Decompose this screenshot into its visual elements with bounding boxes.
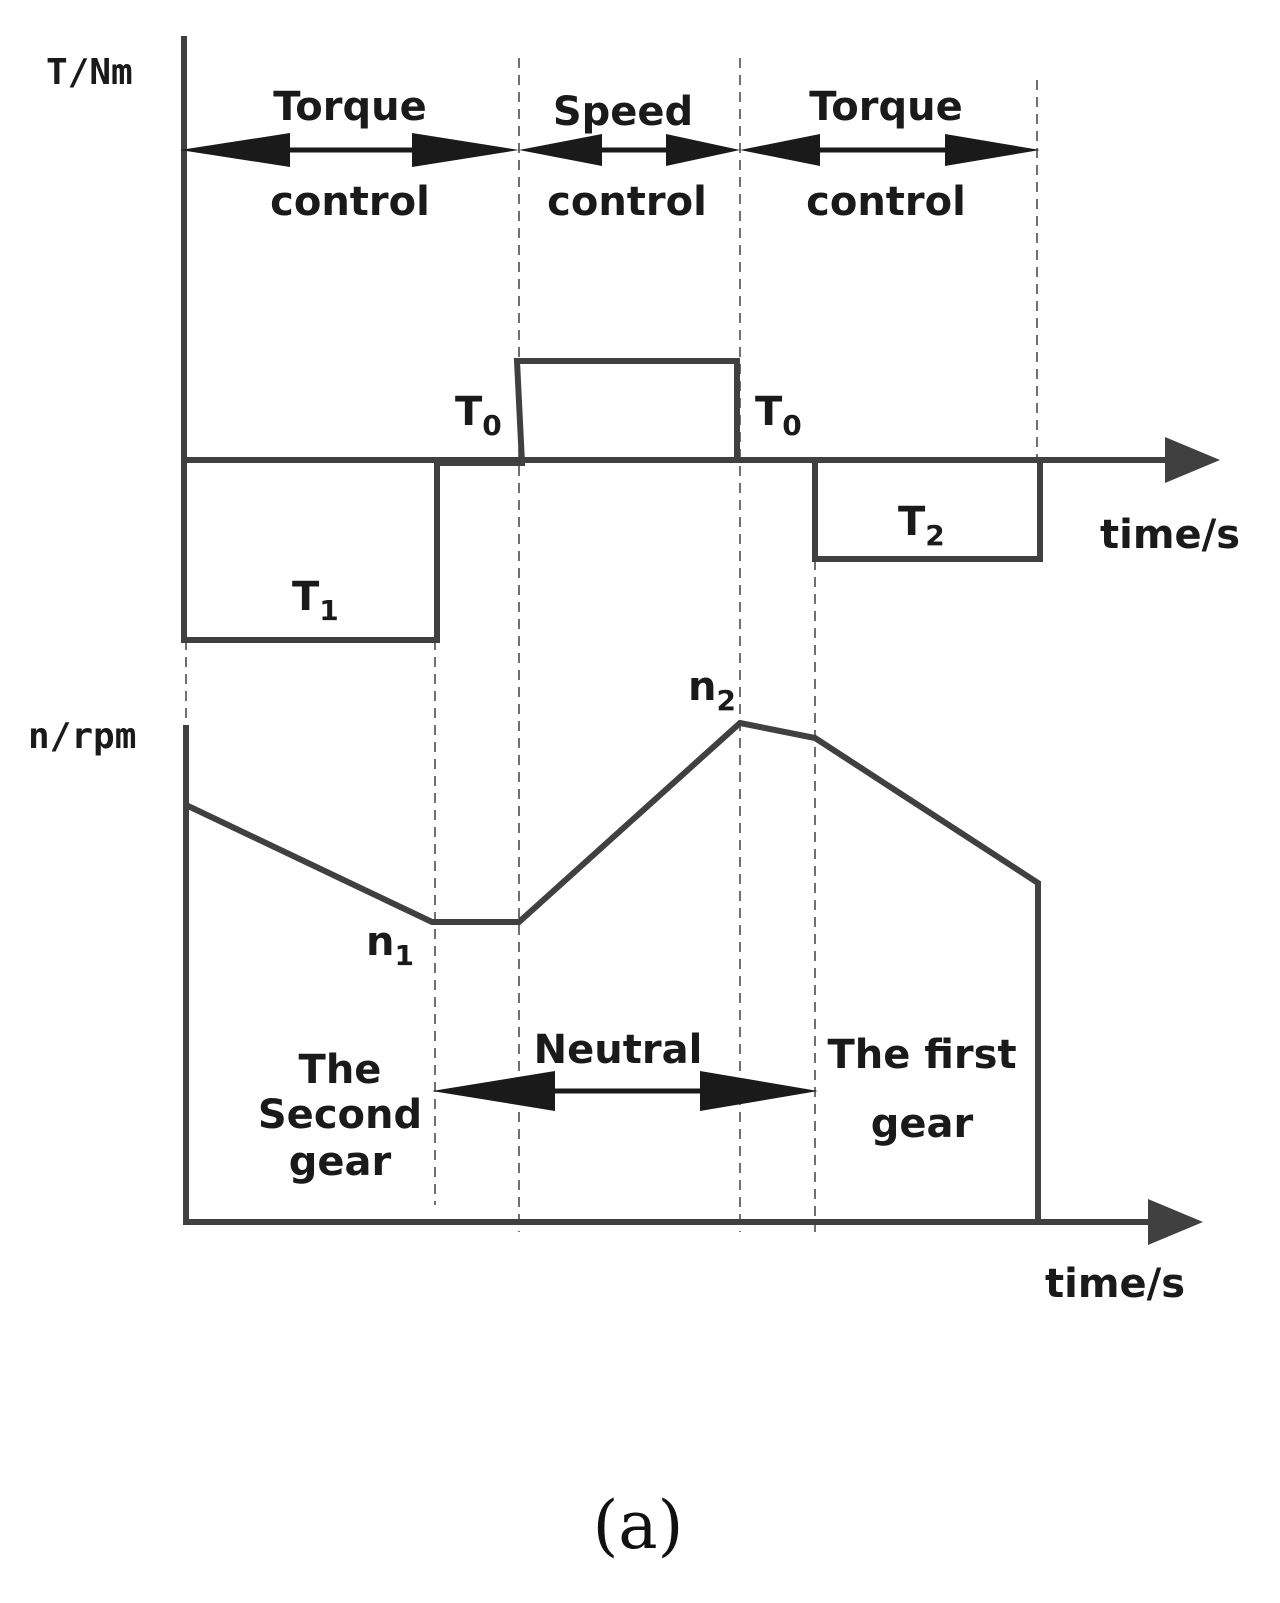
speed-y-axis-label: n/rpm [28, 716, 136, 757]
neutral-arrow-left-head [432, 1071, 555, 1111]
point-n1: n1 [366, 919, 414, 972]
level-t0-right: T0 [755, 389, 802, 442]
speed-axes [183, 725, 1155, 1225]
neutral-arrow [432, 1071, 818, 1111]
level-t0-left: T0 [455, 389, 502, 442]
point-n2: n2 [688, 664, 736, 717]
speed-x-axis-arrowhead [1148, 1199, 1203, 1245]
torque-y-axis-label: T/Nm [46, 52, 133, 93]
speed-control-arrow-left-head [519, 134, 602, 166]
figure-label: (a) [593, 1487, 684, 1564]
speed-control-arrow-right-head [666, 134, 740, 166]
speed-x-axis-label: time/s [1045, 1261, 1185, 1307]
gear-label-first-line1: The first [827, 1032, 1016, 1078]
level-t2: T2 [898, 499, 945, 552]
phase-label-torque-control-2-line1: Torque [809, 84, 962, 130]
neutral-arrow-right-head [700, 1071, 818, 1111]
level-t1: T1 [292, 574, 339, 627]
torque-curve [181, 358, 1043, 643]
phase-label-torque-control-1-line2: control [270, 179, 430, 225]
phase-label-torque-control-1-line1: Torque [273, 84, 426, 130]
torque-control-1-arrow-left-head [180, 133, 290, 167]
torque-x-axis-label: time/s [1100, 512, 1240, 558]
phase-separators [185, 58, 1038, 1232]
phase-label-speed-control-line1: Speed [553, 89, 693, 135]
gear-label-neutral: Neutral [534, 1027, 703, 1073]
speed-curve [184, 719, 1041, 1222]
torque-control-2-arrow-right-head [945, 134, 1040, 166]
torque-control-1-arrow-right-head [412, 133, 519, 167]
phase-arrows [180, 133, 1040, 167]
torque-x-axis-arrowhead [1165, 437, 1220, 483]
phase-label-torque-control-2-line2: control [806, 179, 966, 225]
gear-label-second-line3: gear [289, 1139, 392, 1185]
torque-control-2-arrow-left-head [740, 134, 820, 166]
gear-label-first-line2: gear [871, 1101, 974, 1147]
gear-label-second-line2: Second [258, 1092, 422, 1138]
gear-label-second-line1: The [299, 1047, 382, 1093]
phase-label-speed-control-line2: control [547, 179, 707, 225]
